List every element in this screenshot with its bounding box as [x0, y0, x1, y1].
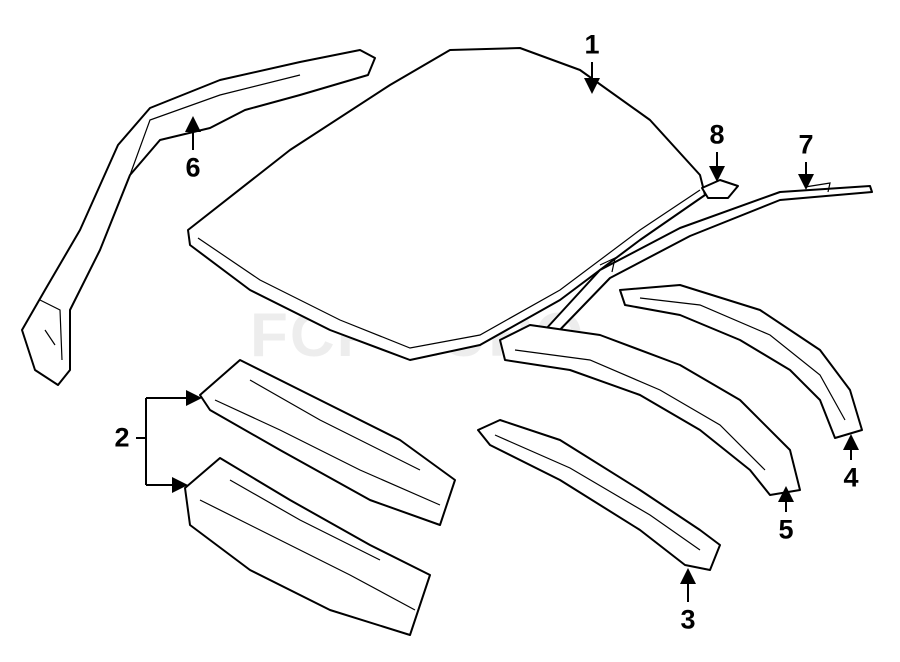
- callout-8: 8: [709, 119, 725, 150]
- callout-4: 4: [843, 462, 859, 493]
- part-roof-panel: [187, 47, 706, 361]
- callout-5: 5: [778, 514, 794, 545]
- callout-7: 7: [798, 129, 814, 160]
- callout-3: 3: [680, 604, 696, 635]
- part-roof-molding: [544, 185, 873, 339]
- callout-2: 2: [114, 422, 130, 453]
- callout-1: 1: [584, 29, 600, 60]
- part-header-lower: [184, 457, 431, 636]
- part-rear-header: [477, 419, 721, 571]
- callout-6: 6: [185, 152, 201, 183]
- part-clip: [701, 179, 739, 199]
- part-roof-bow: [619, 284, 863, 439]
